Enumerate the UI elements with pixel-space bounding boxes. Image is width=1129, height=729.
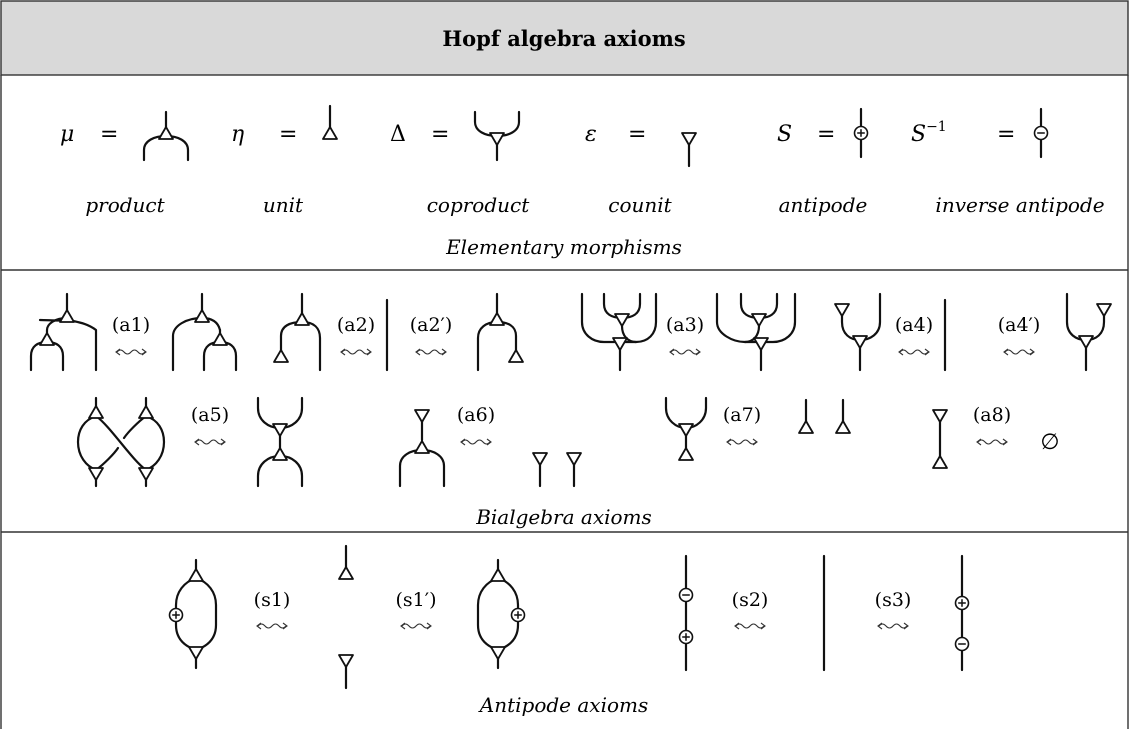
s2-arrow (734, 622, 766, 630)
a2-arrow (340, 348, 372, 356)
a2-prime-label: (a2′) (410, 314, 453, 336)
antipode-label: antipode (779, 193, 868, 217)
equals-sign: = (628, 122, 646, 147)
unit-label: unit (263, 193, 304, 217)
s3-right-diagram (954, 554, 970, 672)
antipode-diagram (853, 107, 869, 159)
product-diagram (142, 110, 190, 162)
s2-left-diagram (678, 554, 694, 672)
a5-arrow (194, 438, 226, 446)
a6-left-diagram (398, 409, 446, 488)
a4-left-diagram (834, 292, 882, 372)
axiom-a5: (a5) (76, 396, 304, 488)
a4-label: (a4) (895, 314, 933, 336)
a1-left-diagram (29, 292, 98, 372)
a1-label: (a1) (112, 314, 150, 336)
equals-sign: = (431, 122, 449, 147)
a7-left-diagram (664, 396, 708, 461)
s-symbol: S (777, 122, 792, 147)
a8-arrow (976, 438, 1008, 446)
empty-set-symbol: ∅ (1040, 430, 1059, 455)
equals-sign: = (817, 122, 835, 147)
s1-arrow (256, 622, 288, 630)
mu-symbol: μ (60, 122, 74, 147)
antipode-definition: S = antipode (777, 107, 869, 217)
a6-arrow (460, 438, 492, 446)
s1-left-diagram (168, 558, 218, 670)
equals-sign: = (100, 122, 118, 147)
unit-diagram (321, 104, 339, 141)
a7-label: (a7) (723, 404, 761, 426)
a5-left-diagram (76, 396, 166, 488)
antipode-axioms: (s1) (s1′) (s2) (s3) (168, 544, 970, 717)
a6-counit-left (531, 451, 549, 488)
a2-prime-right-diagram (476, 292, 524, 372)
axiom-a3: (a3) (580, 292, 797, 372)
a2-prime-arrow (415, 348, 447, 356)
a2-label: (a2) (337, 314, 375, 336)
axiom-a1: (a1) (29, 292, 238, 372)
a4-prime-right-diagram (1065, 292, 1112, 372)
a3-right-diagram (715, 292, 797, 372)
a2-left-diagram (273, 292, 322, 372)
equals-sign: = (279, 122, 297, 147)
bialgebra-axioms: (a1) (a2) (a2′) (29, 292, 1112, 529)
s1-unit (337, 544, 355, 581)
a1-right-diagram (171, 292, 238, 372)
counit-definition: ε = counit (585, 122, 698, 217)
a3-label: (a3) (666, 314, 704, 336)
a3-left-diagram (580, 292, 658, 372)
table-title: Hopf algebra axioms (442, 26, 685, 51)
s2-label: (s2) (732, 589, 769, 611)
inverse-antipode-definition: S−1 = inverse antipode (911, 107, 1105, 217)
s1-label: (s1) (254, 589, 291, 611)
antipode-caption: Antipode axioms (478, 693, 648, 717)
unit-definition: η = unit (231, 104, 339, 217)
product-label: product (85, 193, 165, 217)
coproduct-definition: Δ = coproduct (390, 110, 531, 217)
bialgebra-caption: Bialgebra axioms (475, 505, 652, 529)
a8-left-diagram (932, 409, 948, 469)
elementary-morphisms-row: μ = product η = unit Δ = coproduct ε = c… (60, 104, 1105, 259)
a1-arrow (115, 348, 147, 356)
inverse-antipode-diagram (1033, 107, 1049, 159)
equals-sign: = (997, 122, 1015, 147)
a4-arrow (898, 348, 930, 356)
product-definition: μ = product (60, 110, 190, 217)
s3-label: (s3) (875, 589, 912, 611)
inverse-antipode-label: inverse antipode (935, 193, 1104, 217)
a7-unit-left (797, 398, 815, 435)
counit-diagram (680, 131, 698, 168)
a6-label: (a6) (457, 404, 495, 426)
epsilon-symbol: ε (585, 122, 597, 147)
axiom-a4: (a4) (a4′) (834, 292, 1112, 372)
axiom-a2: (a2) (a2′) (273, 292, 524, 372)
a8-label: (a8) (973, 404, 1011, 426)
coproduct-diagram (473, 110, 521, 162)
elementary-caption: Elementary morphisms (445, 235, 682, 259)
a5-right-diagram (256, 396, 304, 488)
axiom-a7: (a7) (664, 396, 852, 461)
a7-arrow (726, 438, 758, 446)
s1-prime-label: (s1′) (396, 589, 437, 611)
axiom-a6: (a6) (398, 404, 583, 488)
eta-symbol: η (231, 122, 244, 147)
s1-prime-arrow (400, 622, 432, 630)
a4-prime-arrow (1003, 348, 1035, 356)
a6-counit-right (565, 451, 583, 488)
coproduct-label: coproduct (427, 193, 531, 217)
axiom-a8: (a8) ∅ (932, 404, 1060, 469)
a7-unit-right (834, 398, 852, 435)
a3-arrow (669, 348, 701, 356)
a5-label: (a5) (191, 404, 229, 426)
counit-label: counit (608, 193, 672, 217)
s3-arrow (877, 622, 909, 630)
a4-prime-label: (a4′) (998, 314, 1041, 336)
s1-prime-right-diagram (476, 558, 526, 670)
title-bar (0, 0, 1129, 76)
delta-symbol: Δ (390, 122, 406, 147)
s-inverse-symbol: S−1 (911, 119, 947, 147)
s1-counit (337, 653, 355, 690)
